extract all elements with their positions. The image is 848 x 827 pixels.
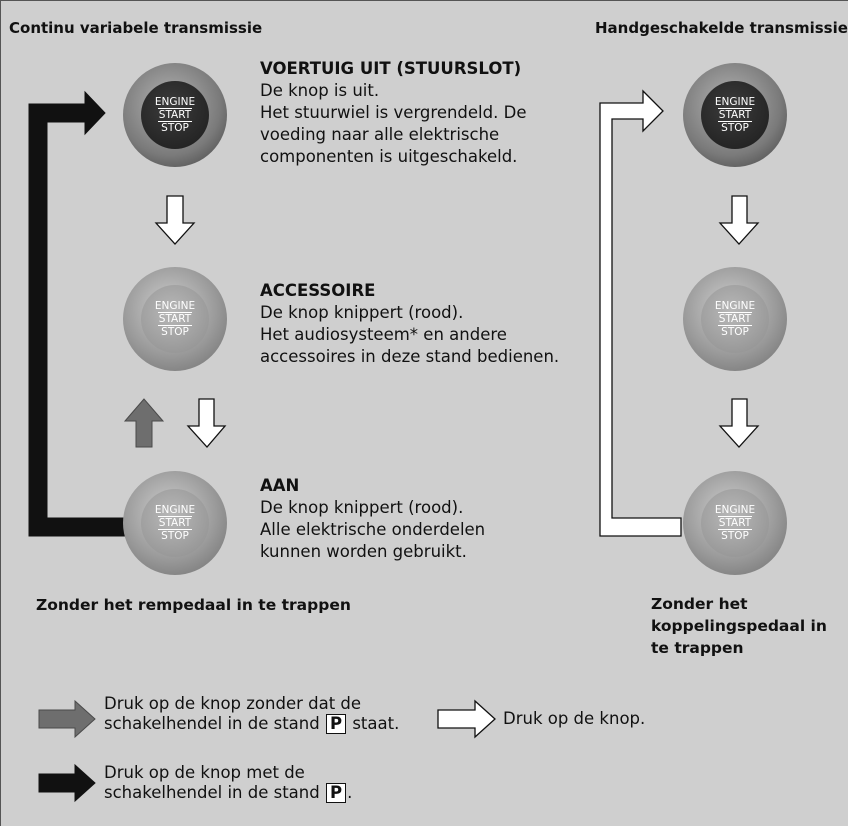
state-off-description: VOERTUIG UIT (STUURSLOT) De knop is uit.… <box>260 59 527 166</box>
p-position-box: P <box>325 714 347 734</box>
legend-white-arrow <box>437 699 496 739</box>
right-down-arrow-2 <box>718 398 760 448</box>
header-cvt: Continu variabele transmissie <box>9 19 263 37</box>
up-arrow-on-to-acc <box>123 398 165 448</box>
state-acc-title: ACCESSOIRE <box>260 281 376 300</box>
down-arrow-acc-to-on <box>186 398 227 448</box>
state-on-title: AAN <box>260 476 300 495</box>
right-down-arrow-1 <box>718 195 760 245</box>
caption-left: Zonder het rempedaal in te trappen <box>36 596 351 614</box>
state-off-title: VOERTUIG UIT (STUURSLOT) <box>260 59 522 78</box>
p-position-box: P <box>325 783 347 803</box>
state-on-description: AAN De knop knippert (rood). Alle elektr… <box>260 476 486 561</box>
header-manual: Handgeschakelde transmissie <box>595 19 848 37</box>
legend-white-text: Druk op de knop. <box>503 709 646 728</box>
state-acc-description: ACCESSOIRE De knop knippert (rood). Het … <box>260 281 560 366</box>
black-loop-arrow <box>28 90 126 537</box>
legend-gray-text: Druk op de knop zonder dat de schakelhen… <box>104 694 400 734</box>
white-loop-arrow <box>599 89 682 537</box>
caption-right: Zonder het koppelingspedaal in te trappe… <box>651 595 827 657</box>
legend-gray-arrow <box>38 699 96 739</box>
down-arrow-off-to-acc <box>154 195 196 245</box>
legend-black-text: Druk op de knop met de schakelhendel in … <box>104 763 353 803</box>
legend-black-arrow <box>38 763 96 803</box>
